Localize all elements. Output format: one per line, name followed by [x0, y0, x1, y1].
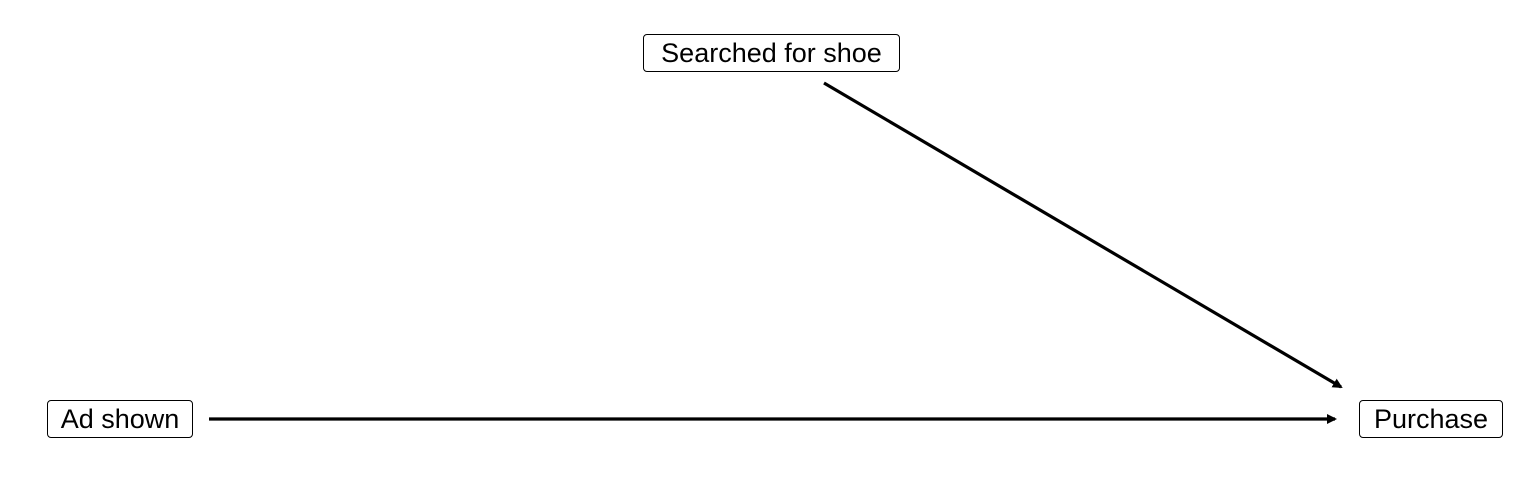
node-label: Ad shown: [60, 404, 180, 434]
node-ad-shown: Ad shown: [47, 400, 193, 438]
node-label: Purchase: [1373, 404, 1489, 434]
node-label: Searched for shoe: [661, 38, 882, 68]
node-searched-for-shoe: Searched for shoe: [643, 34, 900, 72]
edge-searched-to-purchase: [823, 81, 1343, 389]
node-purchase: Purchase: [1359, 400, 1503, 438]
